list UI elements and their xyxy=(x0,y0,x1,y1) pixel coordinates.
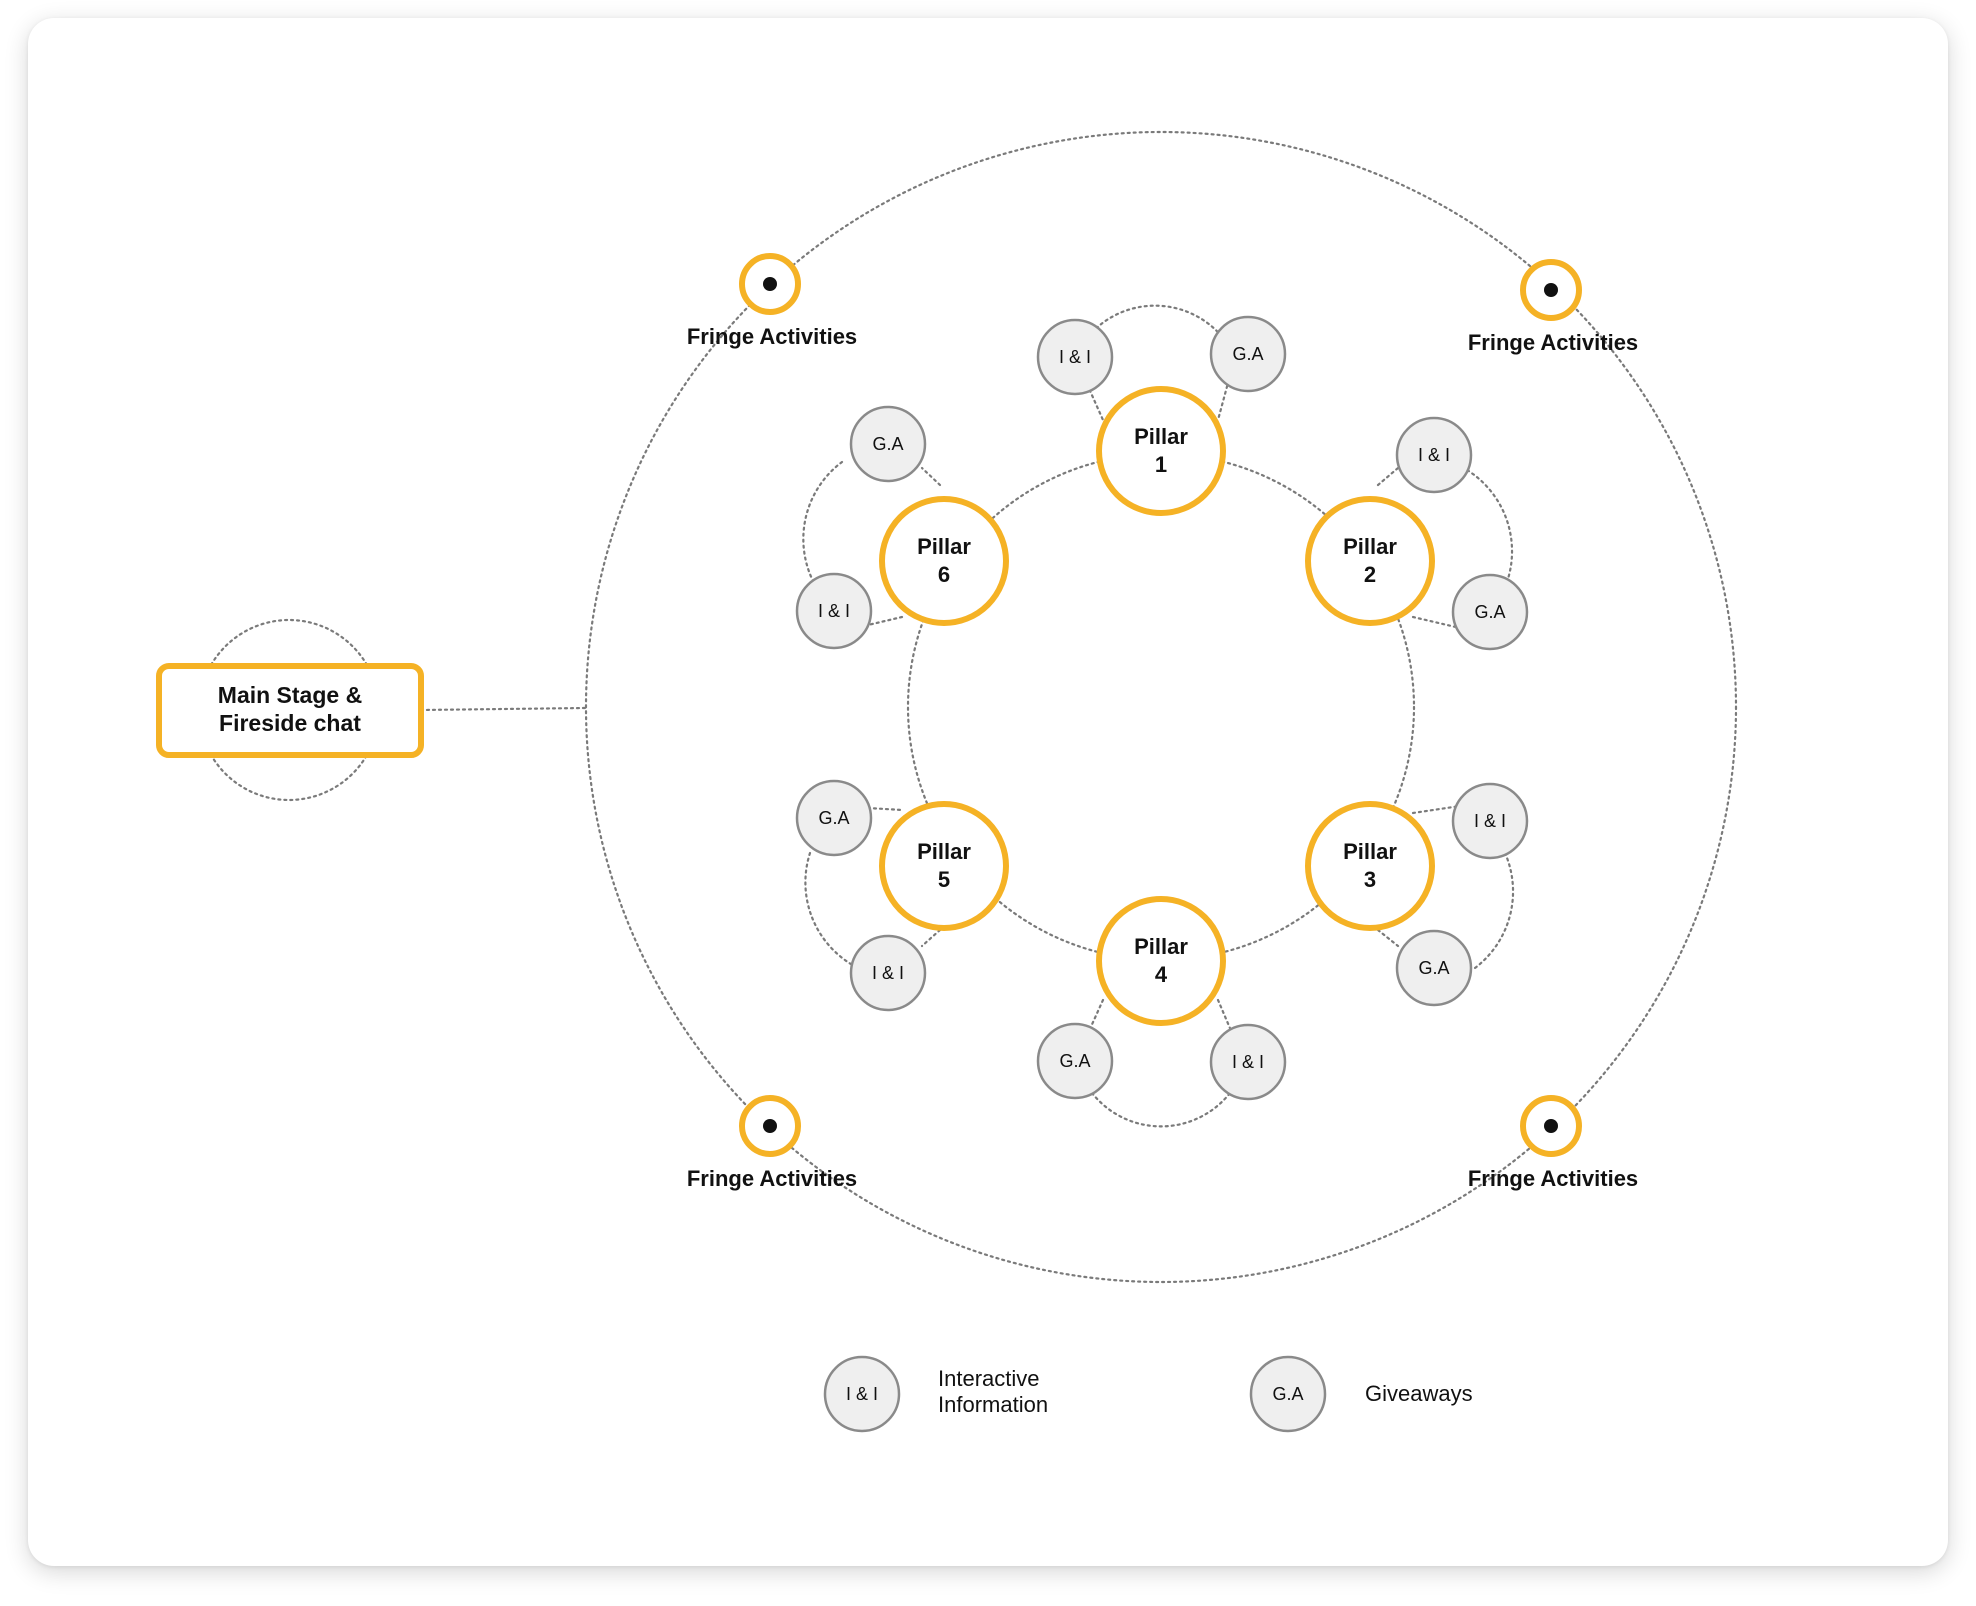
svg-text:Pillar: Pillar xyxy=(1343,534,1397,559)
svg-text:Pillar: Pillar xyxy=(1134,934,1188,959)
fringe-activity-top-right: Fringe Activities xyxy=(1468,259,1638,355)
legend-ga-symbol: G.A xyxy=(1249,1355,1327,1433)
pillar-3: Pillar 3 xyxy=(1305,801,1435,931)
svg-text:I & I: I & I xyxy=(1474,811,1506,831)
pillar-5-loop xyxy=(804,806,942,970)
svg-text:G.A: G.A xyxy=(1418,958,1449,978)
pillar-4-ga-node: G.A xyxy=(1036,1022,1114,1100)
svg-text:Fringe Activities: Fringe Activities xyxy=(1468,1166,1638,1191)
pillar-2-ii-node: I & I xyxy=(1395,416,1473,494)
svg-text:4: 4 xyxy=(1155,962,1168,987)
pillar-3-loop xyxy=(1376,804,1515,970)
fringe-activity-bottom-right: Fringe Activities xyxy=(1468,1095,1638,1191)
svg-text:Fireside chat: Fireside chat xyxy=(219,710,361,736)
svg-text:G.A: G.A xyxy=(1232,344,1263,364)
main-stage-box: Main Stage & Fireside chat xyxy=(156,663,424,758)
svg-text:Fringe Activities: Fringe Activities xyxy=(1468,330,1638,355)
svg-text:5: 5 xyxy=(938,867,950,892)
pillar-1-ga-node: G.A xyxy=(1209,315,1287,393)
legend-ga-label: Giveaways xyxy=(1365,1381,1473,1406)
svg-text:I & I: I & I xyxy=(846,1384,878,1404)
pillar-4: Pillar 4 xyxy=(1096,896,1226,1026)
svg-text:G.A: G.A xyxy=(1474,602,1505,622)
svg-text:I & I: I & I xyxy=(818,601,850,621)
fringe-dot-icon xyxy=(1544,1119,1558,1133)
svg-text:1: 1 xyxy=(1155,452,1167,477)
svg-text:G.A: G.A xyxy=(818,808,849,828)
fringe-dot-icon xyxy=(1544,283,1558,297)
svg-text:Pillar: Pillar xyxy=(1343,839,1397,864)
svg-text:I & I: I & I xyxy=(1059,347,1091,367)
legend-ii-label-line2: Information xyxy=(938,1392,1048,1417)
fringe-activity-top-left: Fringe Activities xyxy=(687,253,857,349)
svg-text:Main Stage &: Main Stage & xyxy=(218,682,362,708)
pillar-5-ga-node: G.A xyxy=(795,779,873,857)
svg-text:2: 2 xyxy=(1364,562,1376,587)
outer-venue-ring xyxy=(584,130,1738,1284)
svg-text:I & I: I & I xyxy=(872,963,904,983)
fringe-activity-bottom-left: Fringe Activities xyxy=(687,1095,857,1191)
svg-text:6: 6 xyxy=(938,562,950,587)
legend-ii-label-line1: Interactive xyxy=(938,1366,1040,1391)
pillar-1: Pillar 1 xyxy=(1096,386,1226,516)
svg-text:Pillar: Pillar xyxy=(917,839,971,864)
svg-text:G.A: G.A xyxy=(1059,1051,1090,1071)
legend-ii-symbol: I & I xyxy=(823,1355,901,1433)
pillar-6-loop xyxy=(802,460,942,627)
diagram-card xyxy=(28,18,1948,1566)
pillar-4-ii-node: I & I xyxy=(1209,1023,1287,1101)
pillar-3-ii-node: I & I xyxy=(1451,782,1529,860)
svg-text:3: 3 xyxy=(1364,867,1376,892)
svg-text:G.A: G.A xyxy=(872,434,903,454)
pillar-5-ii-node: I & I xyxy=(849,934,927,1012)
svg-text:I & I: I & I xyxy=(1418,445,1450,465)
pillar-6-ga-node: G.A xyxy=(849,405,927,483)
fringe-dot-icon xyxy=(763,1119,777,1133)
svg-text:Pillar: Pillar xyxy=(1134,424,1188,449)
svg-text:I & I: I & I xyxy=(1232,1052,1264,1072)
pillar-5: Pillar 5 xyxy=(879,801,1009,931)
pillar-3-ga-node: G.A xyxy=(1395,929,1473,1007)
legend: I & I Interactive Information G.A Giveaw… xyxy=(823,1355,1473,1433)
pillar-2-ga-node: G.A xyxy=(1451,573,1529,651)
pillar-6: Pillar 6 xyxy=(879,496,1009,626)
svg-text:Pillar: Pillar xyxy=(917,534,971,559)
fringe-dot-icon xyxy=(763,277,777,291)
pillar-6-ii-node: I & I xyxy=(795,572,873,650)
pillar-2: Pillar 2 xyxy=(1305,496,1435,626)
svg-text:G.A: G.A xyxy=(1272,1384,1303,1404)
main-stage-connector xyxy=(419,706,588,712)
svg-text:Fringe Activities: Fringe Activities xyxy=(687,324,857,349)
svg-text:Fringe Activities: Fringe Activities xyxy=(687,1166,857,1191)
pillar-1-ii-node: I & I xyxy=(1036,318,1114,396)
